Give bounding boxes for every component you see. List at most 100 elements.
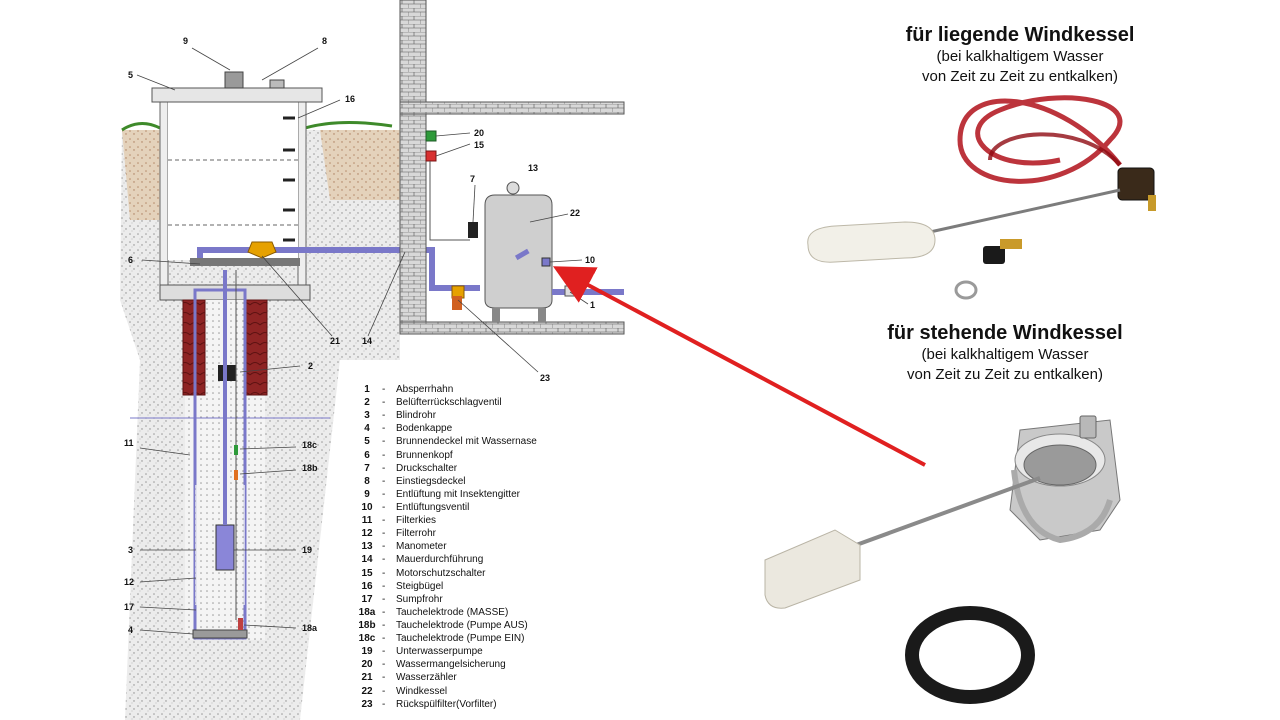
callout-23: 23 <box>540 373 550 383</box>
vent-valve <box>541 257 551 267</box>
legend-text: Steigbügel <box>396 580 444 592</box>
legend-row: 2-Belüfterrückschlagventil <box>352 396 582 409</box>
pressure-switch <box>468 222 478 238</box>
vent-cap <box>224 71 244 89</box>
legend-text: Tauchelektrode (Pumpe AUS) <box>396 619 528 631</box>
legend-row: 13-Manometer <box>352 540 582 553</box>
legend-text: Einstiegsdeckel <box>396 475 466 487</box>
legend-text: Brunnendeckel mit Wassernase <box>396 436 537 448</box>
legend-number: 23 <box>361 698 373 710</box>
vertical-tank-note-line1: (bei kalkhaltigem Wasser <box>921 346 1089 363</box>
callout-20: 20 <box>474 128 484 138</box>
borehole <box>130 270 330 640</box>
legend-number: 2 <box>364 397 370 409</box>
callout-14: 14 <box>362 336 372 346</box>
callout-8: 8 <box>322 36 327 46</box>
supply-pipe <box>190 241 480 291</box>
legend-row: 12-Filterrohr <box>352 527 582 540</box>
callout-3: 3 <box>128 545 133 555</box>
legend-row: 11-Filterkies <box>352 514 582 527</box>
legend-row: 18c-Tauchelektrode (Pumpe EIN) <box>352 632 582 645</box>
legend-row: 19-Unterwasserpumpe <box>352 645 582 658</box>
legend-row: 23-Rückspülfilter(Vorfilter) <box>352 698 582 711</box>
horizontal-tank-heading: für liegende Windkessel (bei kalkhaltige… <box>870 24 1170 87</box>
legend-number: 11 <box>361 515 373 527</box>
legend-row: 22-Windkessel <box>352 685 582 698</box>
legend-row: 3-Blindrohr <box>352 409 582 422</box>
legend-row: 18a-Tauchelektrode (MASSE) <box>352 606 582 619</box>
callout-19: 19 <box>302 545 312 555</box>
legend-number: 10 <box>361 501 373 513</box>
callout-10: 10 <box>585 255 595 265</box>
legend-dash: - <box>382 410 386 422</box>
legend-number: 4 <box>364 423 370 435</box>
legend-row: 1-Absperrhahn <box>352 383 582 396</box>
callout-21: 21 <box>330 336 340 346</box>
legend-row: 21-Wasserzähler <box>352 671 582 684</box>
legend-number: 3 <box>364 410 370 422</box>
horizontal-tank-note-line2: von Zeit zu Zeit zu entkalken) <box>922 68 1118 85</box>
legend-dash: - <box>382 475 386 487</box>
legend-text: Mauerdurchführung <box>396 554 484 566</box>
legend-text: Unterwasserpumpe <box>396 646 483 658</box>
callout-13: 13 <box>528 163 538 173</box>
legend-dash: - <box>382 672 386 684</box>
legend-text: Filterrohr <box>396 528 437 540</box>
legend-row: 10-Entlüftungsventil <box>352 501 582 514</box>
vertical-tank-float-valve-photo <box>764 415 1121 704</box>
legend-dash: - <box>382 501 386 513</box>
vertical-tank-heading: für stehende Windkessel (bei kalkhaltige… <box>855 322 1155 385</box>
horizontal-tank-float-valve-photo <box>807 95 1156 300</box>
legend-number: 7 <box>364 462 370 474</box>
dry-run-protection <box>425 130 437 142</box>
horizontal-tank-note-line1: (bei kalkhaltigem Wasser <box>936 48 1104 65</box>
legend-dash: - <box>382 567 386 579</box>
legend-number: 18a <box>358 606 376 618</box>
well-cover <box>151 87 323 103</box>
legend-number: 13 <box>361 541 373 553</box>
legend-dash: - <box>382 449 386 461</box>
submersible-pump <box>215 524 235 571</box>
legend-row: 5-Brunnendeckel mit Wassernase <box>352 435 582 448</box>
legend-row: 18b-Tauchelektrode (Pumpe AUS) <box>352 619 582 632</box>
legend-number: 15 <box>361 567 373 579</box>
callout-6: 6 <box>128 255 133 265</box>
legend-text: Tauchelektrode (Pumpe EIN) <box>396 633 525 645</box>
callout-1: 1 <box>590 300 595 310</box>
legend-number: 1 <box>364 384 370 395</box>
legend-text: Belüfterrückschlagventil <box>396 397 502 409</box>
callout-7: 7 <box>470 174 475 184</box>
legend-text: Tauchelektrode (MASSE) <box>396 606 509 618</box>
callout-16: 16 <box>345 94 355 104</box>
legend-row: 20-Wassermangelsicherung <box>352 658 582 671</box>
motor-protection-switch <box>425 150 437 162</box>
legend-text: Wasserzähler <box>396 672 457 684</box>
shaft-base <box>159 284 311 301</box>
legend-number: 16 <box>361 580 373 592</box>
legend-dash: - <box>382 541 386 553</box>
legend-text: Wassermangelsicherung <box>396 659 506 671</box>
legend-number: 14 <box>361 554 373 566</box>
legend-number: 18b <box>358 619 376 631</box>
legend-dash: - <box>382 528 386 540</box>
callout-leaders <box>136 47 589 635</box>
legend-text: Absperrhahn <box>396 384 454 395</box>
legend-dash: - <box>382 646 386 658</box>
legend-row: 17-Sumpfrohr <box>352 593 582 606</box>
callout-15: 15 <box>474 140 484 150</box>
callout-18a: 18a <box>302 623 318 633</box>
legend-text: Filterkies <box>396 515 437 527</box>
legend-row: 4-Bodenkappe <box>352 422 582 435</box>
legend-row: 6-Brunnenkopf <box>352 449 582 462</box>
legend-dash: - <box>382 462 386 474</box>
legend-row: 16-Steigbügel <box>352 580 582 593</box>
legend-text: Manometer <box>396 541 447 553</box>
callout-18b: 18b <box>302 463 318 473</box>
bottom-cap <box>192 629 248 639</box>
legend-number: 9 <box>364 488 370 500</box>
legend-row: 8-Einstiegsdeckel <box>352 475 582 488</box>
legend-dash: - <box>382 633 386 645</box>
red-arrow <box>552 266 926 467</box>
legend-text: Motorschutzschalter <box>396 567 486 579</box>
legend-row: 7-Druckschalter <box>352 462 582 475</box>
